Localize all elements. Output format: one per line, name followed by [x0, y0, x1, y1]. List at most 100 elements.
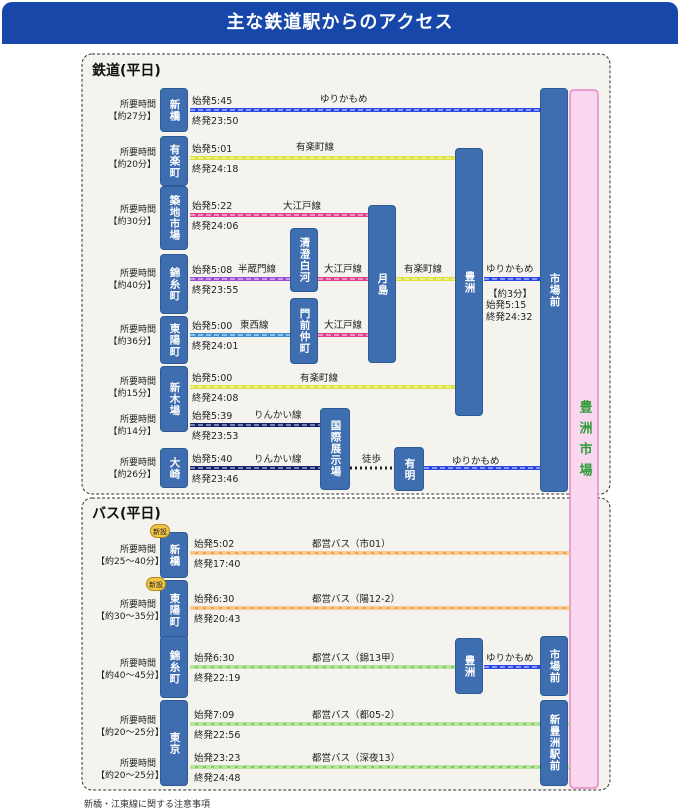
rail-last-1: 終発24:18 — [192, 164, 239, 175]
rail-last-4: 終発24:01 — [192, 341, 239, 352]
bus-req-time-3: 【約20～25分】 — [96, 728, 164, 738]
rail-req-time-7: 【約26分】 — [108, 470, 156, 480]
toyosu-time: 【約3分】 — [488, 289, 533, 300]
rail-req-label-0: 所要時間 — [119, 100, 156, 110]
rail-last-5: 終発24:08 — [192, 393, 239, 404]
rail-req-label-6: 所要時間 — [119, 415, 156, 425]
rail-first-0: 始発5:45 — [192, 96, 233, 107]
rail-line-2: 大江戸線 — [283, 201, 322, 212]
rail-req-time-6: 【約14分】 — [108, 427, 156, 437]
bus-line-label-2: 都営バス（錦13甲） — [312, 653, 401, 664]
rail-line-3: 半蔵門線 — [238, 264, 277, 275]
station-monzen: 門前仲町 — [290, 298, 318, 364]
rail-section-title: 鉄道(平日) — [92, 63, 161, 79]
bus-req-label-2: 所要時間 — [119, 659, 156, 669]
bus-line-label-3: 都営バス（都05-2） — [312, 710, 401, 721]
rail-req-label-7: 所要時間 — [119, 458, 156, 468]
rail-req-label-1: 所要時間 — [119, 148, 156, 158]
rail-last-0: 終発23:50 — [192, 116, 239, 127]
rail-last-6: 終発23:53 — [192, 431, 239, 442]
bus-last-0: 終発17:40 — [194, 559, 241, 570]
rail-line-6: りんかい線 — [254, 410, 302, 421]
rail-req-label-5: 所要時間 — [119, 377, 156, 387]
rail-first-5: 始発5:00 — [192, 373, 233, 384]
new-badge-shimbashi: 新設 — [150, 524, 170, 538]
station-bus-shimbashi: 新橋 — [160, 532, 188, 578]
rail-first-7: 始発5:40 — [192, 454, 233, 465]
walk-label: 徒歩 — [362, 454, 382, 465]
bus-first-3: 始発7:09 — [194, 710, 235, 721]
rail-line-5: 有楽町線 — [300, 373, 339, 384]
tsukishima-yurakucho-label: 有楽町線 — [404, 264, 443, 275]
station-tsukijishijo: 築地市場 — [160, 186, 188, 250]
bus-first-2: 始発6:30 — [194, 653, 235, 664]
bus-req-time-4: 【約20～25分】 — [96, 771, 164, 781]
toyosu-market-label: 豊洲市場 — [576, 400, 592, 484]
rail-line2-3: 大江戸線 — [324, 264, 363, 275]
new-badge-toyocho: 新設 — [146, 577, 166, 591]
rail-req-time-3: 【約40分】 — [108, 281, 156, 291]
station-ryogoku: 錦糸町 — [160, 254, 188, 314]
bus-last-3: 終発22:56 — [194, 730, 241, 741]
station-bus-kinshicho: 錦糸町 — [160, 636, 188, 698]
header-bar: 主な鉄道駅からのアクセス — [2, 2, 678, 44]
toyosu-market-bar — [569, 89, 599, 789]
station-shimbashi: 新橋 — [160, 88, 188, 132]
footnote: 新橋・江東線に関する注意事項 — [84, 800, 211, 810]
rail-line2-4: 大江戸線 — [324, 320, 363, 331]
bus-first-0: 始発5:02 — [194, 539, 235, 550]
rail-first-6: 始発5:39 — [192, 411, 233, 422]
bus-req-time-0: 【約25～40分】 — [96, 557, 164, 567]
toyosu-last: 終発24:32 — [486, 312, 533, 323]
station-bus-toyosu: 豊洲 — [455, 638, 483, 694]
rail-line-0: ゆりかもめ — [320, 94, 368, 105]
rail-first-3: 始発5:08 — [192, 265, 233, 276]
rail-req-time-5: 【約15分】 — [108, 389, 156, 399]
bus-section-box — [81, 497, 611, 791]
bus-req-label-0: 所要時間 — [119, 545, 156, 555]
bus-line2-2: ゆりかもめ — [486, 653, 534, 664]
bus-first-1: 始発6:30 — [194, 594, 235, 605]
bus-first-4: 始発23:23 — [194, 753, 241, 764]
bus-section-title: バス(平日) — [92, 506, 161, 522]
rail-req-time-4: 【約36分】 — [108, 337, 156, 347]
rail-first-2: 始発5:22 — [192, 201, 233, 212]
station-kokusai: 国際展示場 — [320, 408, 350, 490]
rail-last-2: 終発24:06 — [192, 221, 239, 232]
station-bus-toyocho: 東陽町 — [160, 580, 188, 640]
station-toyosu: 豊洲 — [455, 148, 483, 416]
station-bus-tokyo: 東京 — [160, 700, 188, 786]
station-shinkiba: 新木場 — [160, 366, 188, 432]
rail-req-label-4: 所要時間 — [119, 325, 156, 335]
rail-req-time-1: 【約20分】 — [108, 160, 156, 170]
page-title: 主な鉄道駅からのアクセス — [226, 12, 454, 33]
station-shintoyosu: 新豊洲駅前 — [540, 700, 568, 786]
bus-req-time-1: 【約30～35分】 — [96, 612, 164, 622]
rail-req-time-0: 【約27分】 — [108, 112, 156, 122]
station-ariake: 有明 — [394, 447, 424, 491]
station-bus-shijomae: 市場前 — [540, 636, 568, 696]
bus-line-label-1: 都営バス（陽12-2） — [312, 594, 401, 605]
toyosu-first: 始発5:15 — [486, 300, 527, 311]
station-shijomae: 市場前 — [540, 88, 568, 492]
toyosu-yurikamome-label: ゆりかもめ — [486, 264, 534, 275]
bus-line-label-4: 都営バス（深夜13） — [312, 753, 401, 764]
station-tsukishima: 月島 — [368, 205, 396, 363]
rail-req-label-2: 所要時間 — [119, 205, 156, 215]
station-higashiginza_rail: 東陽町 — [160, 316, 188, 364]
bus-req-label-3: 所要時間 — [119, 716, 156, 726]
rail-last-3: 終発23:55 — [192, 285, 239, 296]
rail-line2-7: ゆりかもめ — [452, 456, 500, 467]
station-osaki: 大崎 — [160, 448, 188, 488]
bus-req-label-1: 所要時間 — [119, 600, 156, 610]
rail-first-4: 始発5:00 — [192, 321, 233, 332]
bus-last-1: 終発20:43 — [194, 614, 241, 625]
rail-last-7: 終発23:46 — [192, 474, 239, 485]
rail-first-1: 始発5:01 — [192, 144, 233, 155]
bus-req-time-2: 【約40～45分】 — [96, 671, 164, 681]
bus-last-4: 終発24:48 — [194, 773, 241, 784]
bus-last-2: 終発22:19 — [194, 673, 241, 684]
station-kiyosumi: 清澄白河 — [290, 228, 318, 292]
